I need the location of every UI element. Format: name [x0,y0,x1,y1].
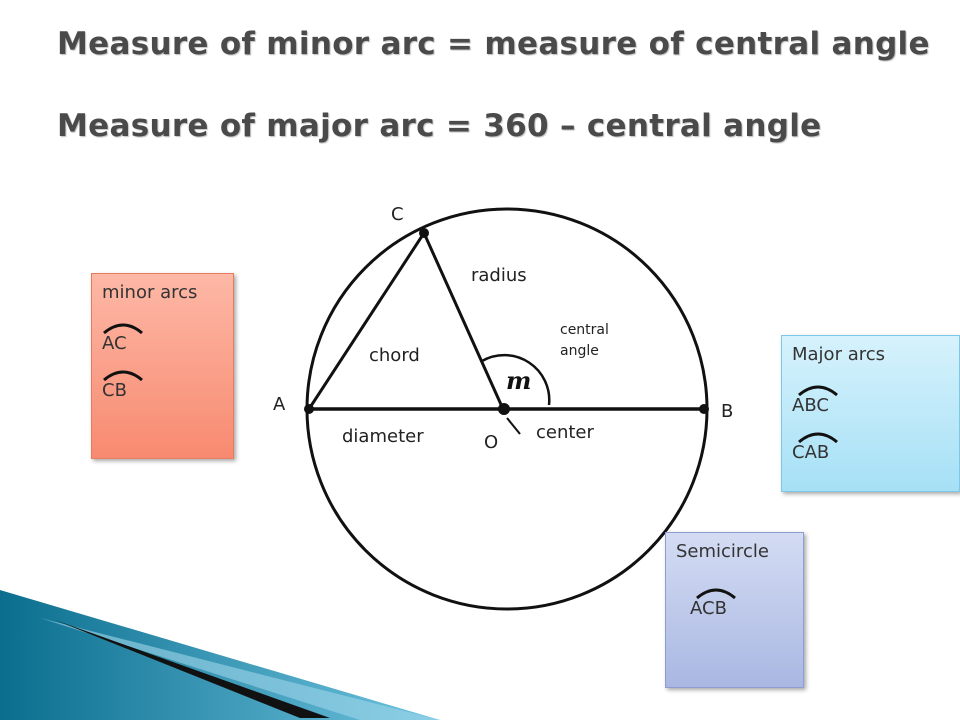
minor-arcs-heading: minor arcs [102,282,198,303]
arc-item: CAB [792,430,949,463]
arc-symbol-icon [798,432,838,444]
central-angle-label-line2: angle [560,343,599,359]
chord-label: chord [369,345,420,366]
arc-item: ABC [792,383,949,416]
arc-item: CB [102,368,223,401]
chord-line [307,232,426,410]
arc-item: ACB [690,586,793,619]
point-a-label: A [273,394,286,415]
major-arcs-box: Major arcs ABC CAB [781,335,960,492]
diameter-label: diameter [342,426,424,447]
arc-name: AC [102,333,127,354]
angle-m-label: m [506,366,532,395]
point-b-label: B [721,401,734,422]
semicircle-heading: Semicircle [676,541,769,562]
semicircle-box: Semicircle ACB [665,532,804,688]
arc-item: AC [102,321,223,354]
major-arcs-heading: Major arcs [792,344,886,365]
minor-arcs-box: minor arcs AC CB [91,273,234,459]
radius-label: radius [471,265,527,286]
point-b-dot [699,404,709,414]
corner-decoration [0,590,440,720]
arc-symbol-icon [103,323,143,335]
arc-name: CAB [792,442,830,463]
arc-symbol-icon [696,588,736,600]
point-o-dot [498,403,510,415]
radius-line [422,232,505,410]
title-line-2: Measure of major arc = 360 – central ang… [57,108,822,144]
arc-name: ABC [792,395,829,416]
title-line-1: Measure of minor arc = measure of centra… [57,26,930,62]
central-angle-arc [481,353,551,406]
point-o-label: O [484,432,499,453]
point-c-dot [419,228,429,238]
center-label: center [536,422,594,443]
arc-symbol-icon [103,370,143,382]
point-c-label: C [391,204,404,225]
arc-name: ACB [690,598,727,619]
arc-name: CB [102,380,127,401]
arc-symbol-icon [798,385,838,397]
central-angle-label-line1: central [560,322,609,338]
center-pointer [506,417,521,435]
point-a-dot [304,404,314,414]
